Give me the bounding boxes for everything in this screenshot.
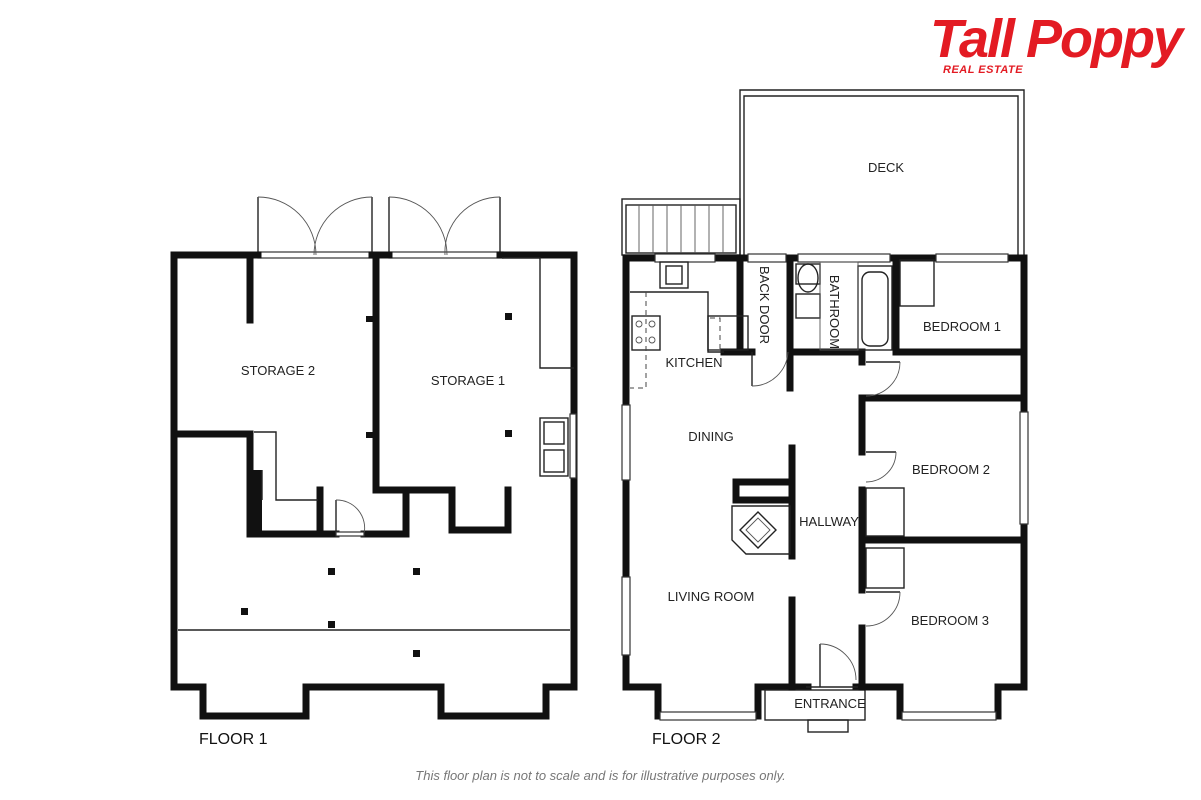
room-label-storage-1: STORAGE 1 <box>431 373 505 388</box>
floor-1-label: FLOOR 1 <box>199 731 268 748</box>
room-label-bedroom-3: BEDROOM 3 <box>911 613 989 628</box>
room-label-bedroom-1: BEDROOM 1 <box>923 319 1001 334</box>
floor-2-plan: DECK BACK DOOR BATHROOM BEDROOM 1 KITCHE… <box>621 89 1029 748</box>
room-label-hallway: HALLWAY <box>799 514 859 529</box>
room-label-entrance: ENTRANCE <box>794 696 866 711</box>
bathroom-fixtures <box>795 261 893 351</box>
room-label-kitchen: KITCHEN <box>665 355 722 370</box>
floor-2-outer-wall <box>622 254 812 720</box>
floor-1-interior-walls <box>170 251 512 538</box>
brand-logo: Tall Poppy REAL ESTATE <box>929 8 1183 80</box>
floor-2-label: FLOOR 2 <box>652 731 721 748</box>
room-label-dining: DINING <box>688 429 734 444</box>
room-label-storage-2: STORAGE 2 <box>241 363 315 378</box>
deck-area <box>621 89 1025 256</box>
floor-1-plan: STORAGE 2 STORAGE 1 FLOOR 1 <box>170 196 578 748</box>
floor-2-doors <box>751 259 935 687</box>
room-label-back-door: BACK DOOR <box>757 266 772 344</box>
kitchen-fixtures <box>630 261 749 389</box>
floor-2-interior-walls <box>720 254 1028 691</box>
room-label-living-room: LIVING ROOM <box>668 589 755 604</box>
brand-tagline: REAL ESTATE <box>943 64 1024 76</box>
brand-name: Tall Poppy <box>929 9 1183 69</box>
floor-1-sink <box>539 417 569 477</box>
room-label-deck: DECK <box>868 160 904 175</box>
room-label-bathroom: BATHROOM <box>827 275 842 349</box>
disclaimer-text: This floor plan is not to scale and is f… <box>415 768 786 783</box>
room-label-bedroom-2: BEDROOM 2 <box>912 462 990 477</box>
floor-1-french-doors <box>257 196 504 259</box>
floor-1-outer-wall <box>170 251 578 720</box>
fireplace <box>731 505 791 555</box>
